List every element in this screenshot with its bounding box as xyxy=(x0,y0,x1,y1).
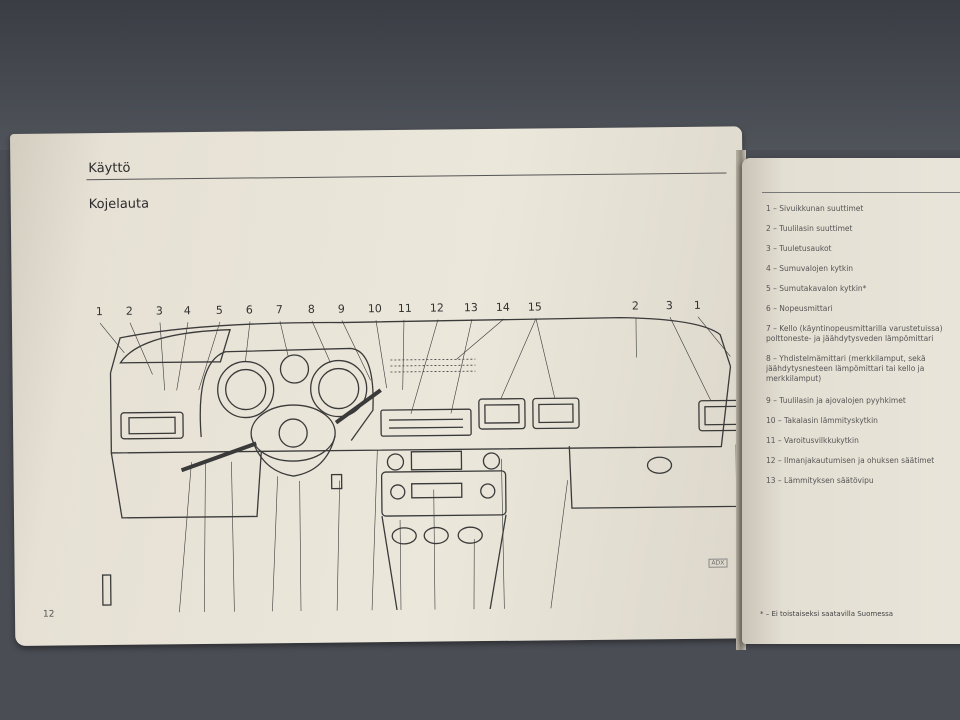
legend-item: 9 – Tuulilasin ja ajovalojen pyyhkimet xyxy=(766,396,906,405)
heater-controls xyxy=(380,408,472,437)
legend-rule xyxy=(762,192,960,193)
legend-item: 7 – Kello (käyntinopeusmittarilla varust… xyxy=(766,324,943,343)
page-number: 12 xyxy=(42,609,55,620)
callout-top: 11 xyxy=(398,302,412,315)
footnote: * – Ei toistaiseksi saatavilla Suomessa xyxy=(760,610,894,618)
stalk-right xyxy=(334,388,382,425)
legend-item: 2 – Tuulilasin suuttimet xyxy=(766,224,853,233)
callout-top: 8 xyxy=(308,303,315,316)
callout-top: 2 xyxy=(126,305,133,318)
dashboard-diagram: 1 2 3 4 5 6 7 8 9 10 11 12 13 14 15 2 3 … xyxy=(96,299,743,614)
legend-item: 8 – Yhdistelmämittari (merkkilamput, sek… xyxy=(766,354,926,383)
right-glovebox xyxy=(568,444,738,509)
legend-item: 11 – Varoitusvilkkukytkin xyxy=(766,436,859,445)
callout-top: 1 xyxy=(96,305,103,318)
clock-gauge xyxy=(279,354,310,384)
stalk-left xyxy=(180,441,257,473)
background-surface xyxy=(0,0,960,150)
section-title: Käyttö xyxy=(88,160,131,177)
legend-item: 13 – Lämmityksen säätövipu xyxy=(766,476,874,485)
callout-top: 10 xyxy=(368,302,382,315)
page-subtitle: Kojelauta xyxy=(88,196,150,213)
legend-item: 10 – Takalasin lämmityskytkin xyxy=(766,416,878,425)
book-spine xyxy=(736,150,746,650)
glovebox-knob xyxy=(646,456,673,474)
legend-item: 1 – Sivuikkunan suuttimet xyxy=(766,204,864,213)
dash-bottom xyxy=(110,451,262,519)
callout-top: 9 xyxy=(338,303,345,316)
radio-console xyxy=(380,470,507,517)
callout-top: 6 xyxy=(246,303,253,316)
callout-top: 2 xyxy=(632,299,639,312)
small-switch xyxy=(330,473,343,490)
callout-top: 13 xyxy=(464,301,478,314)
dash-top-outline xyxy=(119,329,231,364)
callout-top: 12 xyxy=(430,301,444,314)
vent-center-right xyxy=(532,397,580,430)
center-tunnel xyxy=(381,514,507,614)
legend-item: 3 – Tuuletusaukot xyxy=(766,244,832,253)
vent-left xyxy=(120,411,184,440)
steering-hub xyxy=(250,404,336,462)
dash-main-outline xyxy=(109,316,732,374)
callout-top: 15 xyxy=(528,300,542,313)
legend-item: 5 – Sumutakavalon kytkin* xyxy=(766,284,867,293)
callout-top: 14 xyxy=(496,301,510,314)
callout-top: 3 xyxy=(666,299,673,312)
callout-top: 3 xyxy=(156,304,163,317)
legend-item: 4 – Sumuvalojen kytkin xyxy=(766,264,854,273)
vent-center-left xyxy=(478,398,526,430)
corner-mark: ADX xyxy=(708,558,728,568)
callout-top: 4 xyxy=(184,304,191,317)
combination-gauge xyxy=(310,359,368,418)
callout-top: 1 xyxy=(694,299,701,312)
header-rule xyxy=(86,172,727,181)
manual-page-left: Käyttö Kojelauta xyxy=(10,126,748,646)
leader-lines-top xyxy=(99,316,731,414)
leader-lines-bottom xyxy=(138,450,568,614)
callout-numbers-top: 1 2 3 4 5 6 7 8 9 10 11 12 13 14 15 2 3 … xyxy=(96,299,701,318)
legend-item: 12 – Ilmanjakautumisen ja ohuksen säätim… xyxy=(766,456,935,465)
callout-top: 7 xyxy=(276,303,283,316)
manual-page-right: 1 – Sivuikkunan suuttimet 2 – Tuulilasin… xyxy=(742,158,960,644)
legend-item: 6 – Nopeusmittari xyxy=(766,304,833,313)
callout-top: 5 xyxy=(216,304,223,317)
cluster-hood xyxy=(199,347,374,441)
legend-list: 1 – Sivuikkunan suuttimet 2 – Tuulilasin… xyxy=(766,204,960,496)
knee-bar xyxy=(101,574,112,606)
